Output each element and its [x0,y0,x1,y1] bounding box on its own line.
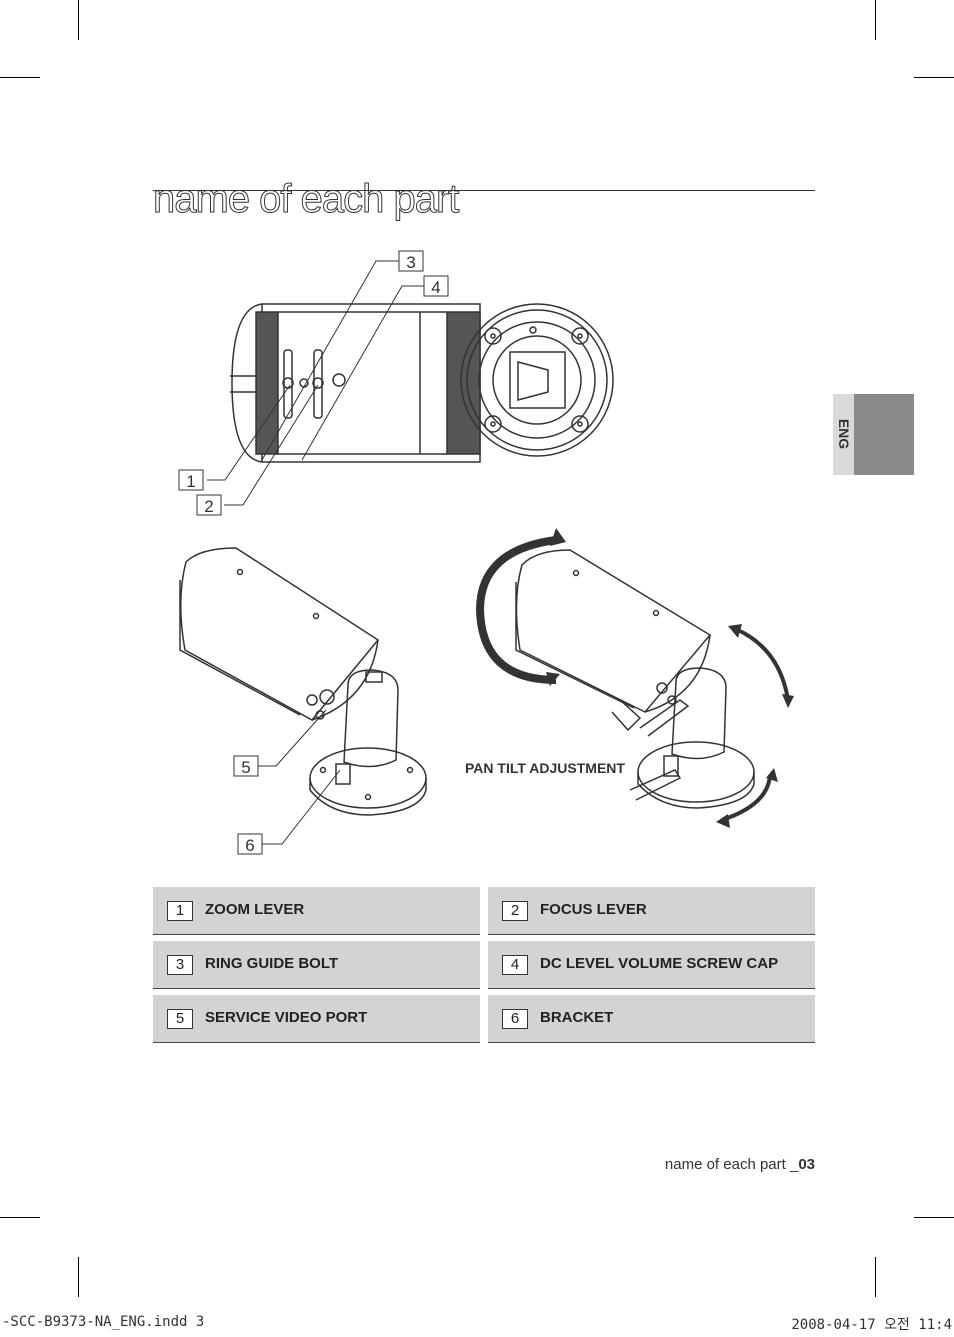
table-row: 3 RING GUIDE BOLT 4 DC LEVEL VOLUME SCRE… [153,941,815,995]
table-row: 5 SERVICE VIDEO PORT 6 BRACKET [153,995,815,1049]
crop-mark [914,77,954,78]
camera-mounted-left [179,547,427,816]
parts-table: 1 ZOOM LEVER 2 FOCUS LEVER 3 RING GUIDE … [153,887,815,1049]
slug-date: 2008-04-17 오전 11:4 [791,1317,952,1333]
part-label: DC LEVEL VOLUME SCREW CAP [540,955,779,972]
title-rule [153,190,815,191]
part-cell: 1 ZOOM LEVER [153,887,480,935]
callout-3: 3 [406,253,415,272]
callout-6: 6 [245,836,254,855]
page-title: name of each part [152,176,459,221]
part-number: 6 [502,1009,528,1029]
camera-mounted-right [515,549,755,809]
camera-top-view [230,303,481,463]
callout-2: 2 [204,497,213,516]
pan-tilt-label: PAN TILT ADJUSTMENT [465,760,625,776]
crop-mark [914,1217,954,1218]
language-tab: ENG [833,394,914,475]
part-number: 3 [167,955,193,975]
part-cell: 6 BRACKET [488,995,815,1043]
part-label: ZOOM LEVER [205,901,305,918]
language-tab-stripe [833,394,854,475]
crop-mark [0,1217,40,1218]
part-label: FOCUS LEVER [540,901,647,918]
part-number: 2 [502,901,528,921]
callout-4: 4 [431,278,440,297]
part-label: RING GUIDE BOLT [205,955,339,972]
crop-mark [875,0,876,40]
footer-text: name of each part _ [664,1156,799,1173]
crop-mark [875,1257,876,1297]
part-cell: 3 RING GUIDE BOLT [153,941,480,989]
table-row: 1 ZOOM LEVER 2 FOCUS LEVER [153,887,815,941]
part-number: 4 [502,955,528,975]
crop-mark [0,77,40,78]
slug-file: -SCC-B9373-NA_ENG.indd 3 [2,1314,205,1330]
part-cell: 4 DC LEVEL VOLUME SCREW CAP [488,941,815,989]
camera-front-view [460,303,614,457]
page-number: 03 [798,1156,815,1173]
part-label: BRACKET [540,1009,614,1026]
crop-mark [78,1257,79,1297]
callout-1: 1 [186,472,195,491]
part-number: 1 [167,901,193,921]
part-number: 5 [167,1009,193,1029]
part-cell: 5 SERVICE VIDEO PORT [153,995,480,1043]
part-cell: 2 FOCUS LEVER [488,887,815,935]
callout-5: 5 [241,758,250,777]
page-footer: name of each part _03 [665,1156,815,1173]
part-label: SERVICE VIDEO PORT [205,1009,368,1026]
crop-mark [78,0,79,40]
